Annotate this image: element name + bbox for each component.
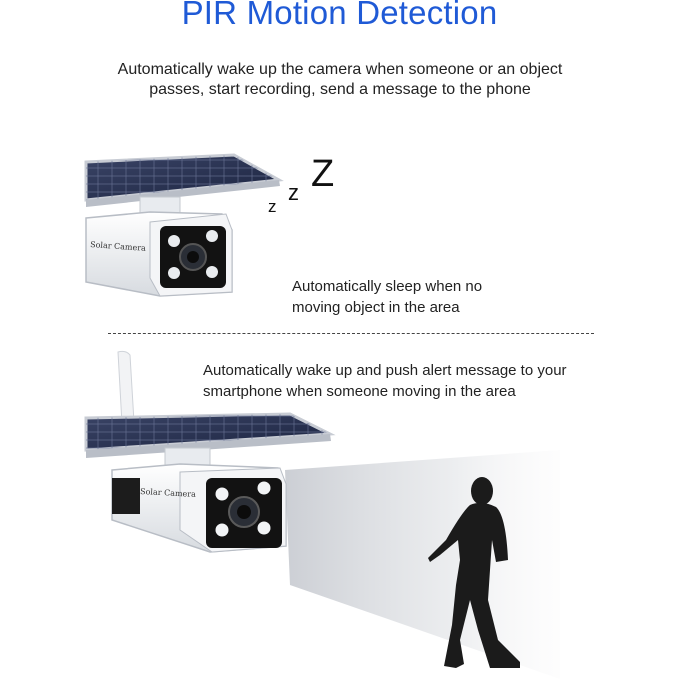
sleep-caption-line-2: moving object in the area <box>292 299 460 316</box>
sleep-caption-line-1: Automatically sleep when no <box>292 278 483 295</box>
sleep-z-large: Z <box>311 153 335 195</box>
sleep-z-small: z <box>268 197 277 216</box>
page-title: PIR Motion Detection <box>181 0 498 31</box>
dashed-divider <box>108 333 594 334</box>
sleep-caption: Automatically sleep when no moving objec… <box>292 276 552 318</box>
awake-camera: Solar Camera <box>84 350 336 553</box>
camera-label-top: Solar Camera <box>90 240 147 253</box>
sleeping-camera: Solar Camera <box>84 153 284 297</box>
wake-caption-line-1: Automatically wake up and push alert mes… <box>203 362 567 379</box>
subtitle-line-2: passes, start recording, send a message … <box>149 81 531 98</box>
camera-label-bottom: Solar Camera <box>140 487 196 499</box>
detection-beam <box>285 450 560 679</box>
wake-caption: Automatically wake up and push alert mes… <box>203 360 643 402</box>
subtitle: Automatically wake up the camera when so… <box>60 60 620 100</box>
wake-caption-line-2: smartphone when someone moving in the ar… <box>203 383 516 400</box>
person-silhouette <box>428 477 520 668</box>
sleep-z-medium: z <box>288 180 299 205</box>
subtitle-line-1: Automatically wake up the camera when so… <box>117 61 563 78</box>
antenna <box>117 350 135 425</box>
